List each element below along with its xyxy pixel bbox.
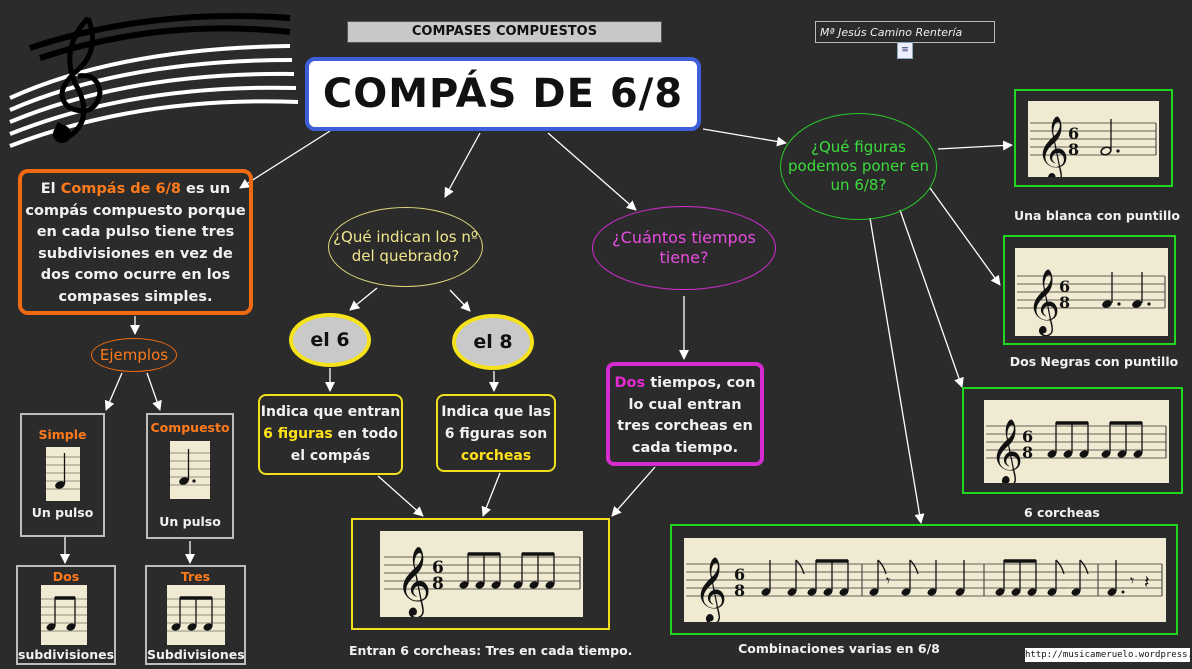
example-blanca-box: 𝄞 6 8 bbox=[1014, 89, 1173, 187]
question-quebrado: ¿Qué indican los nº del quebrado? bbox=[328, 207, 483, 287]
svg-text:𝄞: 𝄞 bbox=[694, 557, 727, 622]
caption-corcheas-tiempo: Entran 6 corcheas: Tres en cada tiempo. bbox=[349, 643, 633, 658]
box-denominator: Indica que las 6 figuras son corcheas bbox=[436, 394, 556, 472]
svg-text:𝄽: 𝄽 bbox=[1144, 572, 1150, 593]
svg-text:𝄞: 𝄞 bbox=[1027, 269, 1060, 336]
document-icon[interactable]: ≡ bbox=[897, 42, 913, 59]
dotted-quarter-notes-icon: 𝄞 6 8 bbox=[1017, 269, 1166, 336]
box-tiempos: Dos tiempos, con lo cual entran tres cor… bbox=[606, 362, 764, 466]
dos-label: Dos bbox=[52, 569, 80, 584]
box-tiempos-text: tiempos, con lo cual entran tres corchea… bbox=[617, 375, 756, 456]
svg-text:𝄾: 𝄾 bbox=[1130, 571, 1134, 590]
example-combinaciones-box: 𝄞 6 8 bbox=[670, 524, 1178, 635]
caption-negras: Dos Negras con puntillo bbox=[1009, 354, 1179, 369]
six-eighth-notes-icon: 𝄞 6 8 bbox=[384, 546, 581, 618]
compuesto-label: Compuesto bbox=[150, 420, 230, 435]
ts-bottom: 8 bbox=[1022, 443, 1033, 462]
question-figuras: ¿Qué figuras podemos poner en un 6/8? bbox=[780, 113, 937, 220]
definition-text-2: es un compás compuesto porque en cada pu… bbox=[25, 181, 246, 305]
simple-caption: Un pulso bbox=[31, 505, 94, 520]
compuesto-staff bbox=[170, 441, 210, 499]
three-eighth-notes-icon bbox=[167, 596, 225, 632]
six-eighth-notes-icon: 𝄞 6 8 bbox=[986, 419, 1167, 486]
caption-combinaciones: Combinaciones varias en 6/8 bbox=[738, 641, 940, 656]
simple-example-box: Simple Un pulso bbox=[20, 413, 105, 537]
example-corcheas-box: 𝄞 6 8 bbox=[962, 387, 1183, 494]
ts-bottom: 8 bbox=[1059, 293, 1070, 312]
ts-bottom: 8 bbox=[1068, 140, 1079, 159]
website-link[interactable]: http://musicameruelo.wordpress.com bbox=[1025, 648, 1192, 662]
six-eighths-staff: 𝄞 6 8 bbox=[380, 531, 583, 618]
dotted-half-note-icon: 𝄞 6 8 bbox=[1030, 116, 1157, 183]
corcheas-staff: 𝄞 6 8 bbox=[984, 400, 1169, 486]
compuesto-caption: Un pulso bbox=[159, 514, 221, 529]
dos-caption: subdivisiones bbox=[18, 647, 115, 662]
ts-top: 6 bbox=[1068, 124, 1079, 143]
box-denominator-text-1: Indica que las 6 figuras son bbox=[441, 404, 551, 442]
six-eighths-example: 𝄞 6 8 bbox=[351, 518, 610, 630]
caption-corcheas: 6 corcheas bbox=[1024, 505, 1100, 520]
topic-banner: COMPASES COMPUESTOS bbox=[347, 21, 662, 43]
two-eighths-staff bbox=[41, 585, 87, 645]
svg-text:𝄾: 𝄾 bbox=[886, 571, 890, 590]
simple-staff bbox=[46, 447, 80, 501]
box-denominator-highlight: corcheas bbox=[460, 448, 532, 464]
tres-subdivisiones-box: Tres Subdivisiones bbox=[145, 565, 246, 665]
question-tiempos: ¿Cuántos tiempos tiene? bbox=[592, 206, 776, 290]
ts-top: 6 bbox=[432, 558, 444, 578]
author-label: Mª Jesús Camino Rentería bbox=[815, 21, 995, 43]
ts-bottom: 8 bbox=[734, 581, 745, 600]
mixed-rhythms-icon: 𝄞 6 8 bbox=[686, 557, 1163, 624]
svg-text:𝄞: 𝄞 bbox=[990, 419, 1023, 483]
ejemplos-node: Ejemplos bbox=[91, 338, 177, 372]
negras-staff: 𝄞 6 8 bbox=[1015, 248, 1168, 336]
combinaciones-staff: 𝄞 6 8 bbox=[684, 538, 1166, 624]
example-negras-box: 𝄞 6 8 bbox=[1003, 235, 1176, 345]
caption-blanca: Una blanca con puntillo bbox=[1014, 208, 1181, 223]
three-eighths-staff bbox=[167, 585, 225, 645]
box-numerator-highlight: 6 figuras bbox=[263, 426, 333, 442]
svg-text:𝄞: 𝄞 bbox=[1036, 116, 1069, 177]
box-numerator-text-1: Indica que entran bbox=[260, 404, 401, 420]
ts-top: 6 bbox=[734, 565, 745, 584]
box-tiempos-highlight: Dos bbox=[614, 375, 646, 391]
definition-box: El Compás de 6/8 es un compás compuesto … bbox=[18, 169, 253, 315]
quarter-note-icon bbox=[46, 453, 80, 490]
bubble-6: el 6 bbox=[289, 313, 371, 367]
ts-top: 6 bbox=[1022, 427, 1033, 446]
tres-label: Tres bbox=[180, 569, 211, 584]
dotted-quarter-note-icon bbox=[170, 449, 210, 486]
svg-text:𝄞: 𝄞 bbox=[396, 546, 431, 617]
tres-caption: Subdivisiones bbox=[147, 647, 245, 662]
page-title: COMPÁS DE 6/8 bbox=[305, 57, 701, 131]
compuesto-example-box: Compuesto Un pulso bbox=[146, 413, 234, 539]
definition-text-1: El bbox=[40, 181, 61, 197]
dos-subdivisiones-box: Dos subdivisiones bbox=[16, 565, 116, 665]
bubble-8: el 8 bbox=[452, 314, 534, 370]
blanca-staff: 𝄞 6 8 bbox=[1028, 101, 1159, 183]
box-numerator: Indica que entran 6 figuras en todo el c… bbox=[258, 394, 403, 475]
box-numerator-text-2: en todo el compás bbox=[290, 426, 398, 464]
simple-label: Simple bbox=[38, 427, 87, 442]
treble-clef-logo bbox=[9, 13, 299, 148]
two-eighth-notes-icon bbox=[41, 596, 87, 632]
ts-top: 6 bbox=[1059, 277, 1070, 296]
ts-bottom: 8 bbox=[432, 574, 444, 594]
definition-highlight: Compás de 6/8 bbox=[60, 181, 181, 197]
